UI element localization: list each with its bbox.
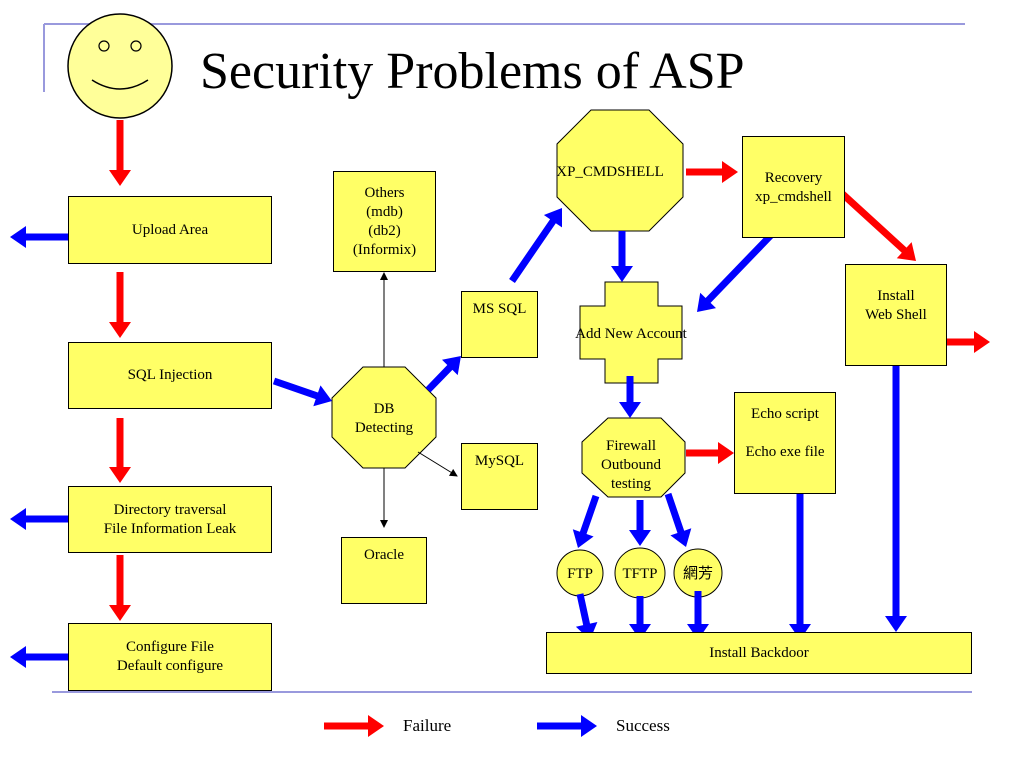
- tftp-label: TFTP: [622, 566, 657, 582]
- arrow-recovery-to-webshell: [833, 185, 916, 261]
- legend-failure-label: Failure: [403, 716, 452, 735]
- db-detecting-octagon: [331, 366, 437, 469]
- arrow-upload-failure-out: [10, 226, 76, 248]
- legend-success-arrow: [537, 715, 597, 737]
- sql-injection-box: SQL Injection: [68, 342, 272, 409]
- legend-success-label: Success: [616, 716, 670, 735]
- ms-sql-box: MS SQL: [461, 291, 538, 358]
- arrow-echo-to-backdoor: [789, 494, 811, 640]
- arrow-sql-to-directory: [109, 418, 131, 483]
- arrow-firewall-to-echo: [686, 442, 734, 464]
- arrow-account-to-firewall: [619, 376, 641, 418]
- upload-area-box: Upload Area: [68, 196, 272, 264]
- legend-failure-arrow: [324, 715, 384, 737]
- echo-box: Echo script Echo exe file: [734, 392, 836, 494]
- arrow-sql-to-db: [272, 377, 332, 407]
- configure-file-box: Configure File Default configure: [68, 623, 272, 691]
- others-box: Others (mdb) (db2) (Informix): [333, 171, 436, 272]
- arrow-directory-failure-out: [10, 508, 76, 530]
- xp-cmdshell-label: XP_CMDSHELL: [556, 164, 664, 180]
- arrow-upload-to-sql: [109, 272, 131, 338]
- smiley-face-icon: [67, 13, 173, 119]
- arrow-firewall-to-tftp: [629, 500, 651, 546]
- arrow-db-to-mssql: [425, 356, 461, 393]
- arrow-xp-to-recovery: [686, 161, 738, 183]
- arrow-webshell-failure-out: [931, 331, 990, 353]
- add-new-account-label: Add New Account: [575, 326, 687, 342]
- add-new-account-cross: [579, 281, 683, 384]
- connector-db-to-mysql: [417, 451, 458, 477]
- arrow-firewall-to-ftp: [572, 494, 600, 548]
- arrow-xp-to-account: [611, 231, 633, 282]
- arrow-recovery-to-account: [697, 228, 778, 312]
- arrow-ftp-to-backdoor: [575, 593, 598, 640]
- install-web-shell-box: Install Web Shell: [845, 264, 947, 366]
- ftp-label: FTP: [567, 566, 593, 582]
- arrow-firewall-to-netbios: [664, 492, 692, 547]
- netbios-label: 網芳: [683, 565, 713, 582]
- xp-cmdshell-octagon: [556, 109, 684, 232]
- directory-traversal-box: Directory traversal File Information Lea…: [68, 486, 272, 553]
- arrow-netbios-to-backdoor: [687, 591, 709, 640]
- flow-arrows: [10, 120, 990, 737]
- arrow-configure-failure-out: [10, 646, 76, 668]
- arrow-mssql-to-xp: [509, 208, 562, 283]
- install-backdoor-box: Install Backdoor: [546, 632, 972, 674]
- recovery-box: Recovery xp_cmdshell: [742, 136, 845, 238]
- arrow-tftp-to-backdoor: [629, 596, 651, 640]
- arrow-smiley-to-upload: [109, 120, 131, 186]
- firewall-octagon: [581, 417, 686, 498]
- page-title: Security Problems of ASP: [200, 43, 745, 100]
- oracle-box: Oracle: [341, 537, 427, 604]
- arrow-webshell-to-backdoor: [885, 359, 907, 632]
- mysql-box: MySQL: [461, 443, 538, 510]
- arrow-directory-to-configure: [109, 555, 131, 621]
